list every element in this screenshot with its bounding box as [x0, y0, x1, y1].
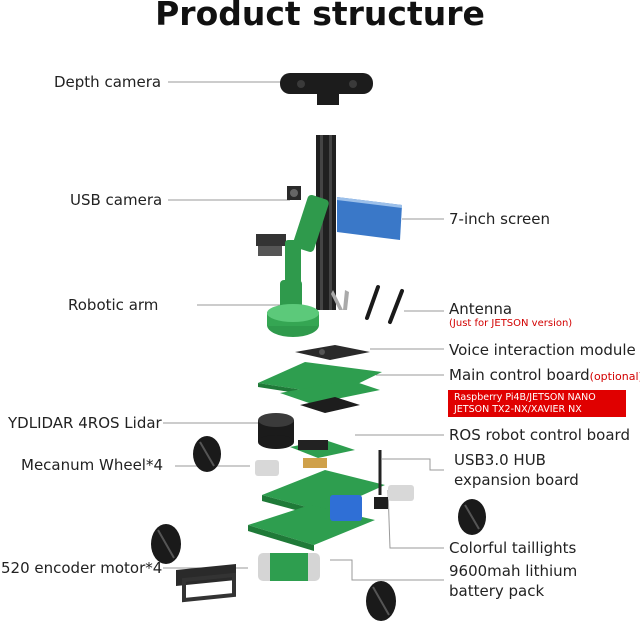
depth-camera-label: Depth camera [54, 73, 162, 91]
ros-board-label: ROS robot control board [449, 426, 630, 444]
antenna-note: (Just for JETSON version) [449, 318, 573, 329]
page-title: Product structure [155, 0, 485, 33]
usb-camera-label: USB camera [70, 191, 163, 209]
usb-hub-label-1: USB3.0 HUB [454, 451, 546, 469]
encoder-motor-label: 520 encoder motor*4 [1, 559, 163, 577]
usb-hub-label-2: expansion board [454, 471, 579, 489]
board-options-badge: Raspberry Pi4B/JETSON NANO JETSON TX2-NX… [448, 390, 626, 417]
battery-label-1: 9600mah lithium [449, 562, 578, 580]
voice-module-part [295, 345, 370, 360]
leader-lines [163, 81, 444, 581]
mecanum-wheel-label: Mecanum Wheel*4 [21, 456, 164, 474]
motor-parts [176, 460, 414, 603]
lidar-label: YDLIDAR 4ROS Lidar [8, 414, 162, 432]
main-board-note: (optional) [589, 370, 640, 383]
antenna-label: Antenna [449, 300, 513, 318]
screen-part [337, 197, 402, 240]
antenna-part [365, 285, 404, 324]
board-options-line-2: JETSON TX2-NX/XAVIER NX [454, 404, 582, 415]
robotic-arm-part [256, 186, 349, 337]
robotic-arm-label: Robotic arm [68, 296, 159, 314]
taillights-label: Colorful taillights [449, 539, 577, 557]
screen-label: 7-inch screen [449, 210, 551, 228]
battery-label-2: battery pack [449, 582, 545, 600]
main-board-text: Main control board [449, 366, 590, 384]
main-board-label: Main control board(optional) [449, 366, 640, 386]
voice-module-label: Voice interaction module [449, 341, 636, 359]
chassis-part [248, 450, 385, 551]
lidar-part [258, 413, 294, 449]
depth-camera-part [280, 73, 373, 105]
taillight-part [374, 497, 388, 509]
board-options-line-1: Raspberry Pi4B/JETSON NANO [454, 392, 596, 403]
hub-part [303, 458, 327, 468]
main-control-board-part [280, 380, 380, 404]
